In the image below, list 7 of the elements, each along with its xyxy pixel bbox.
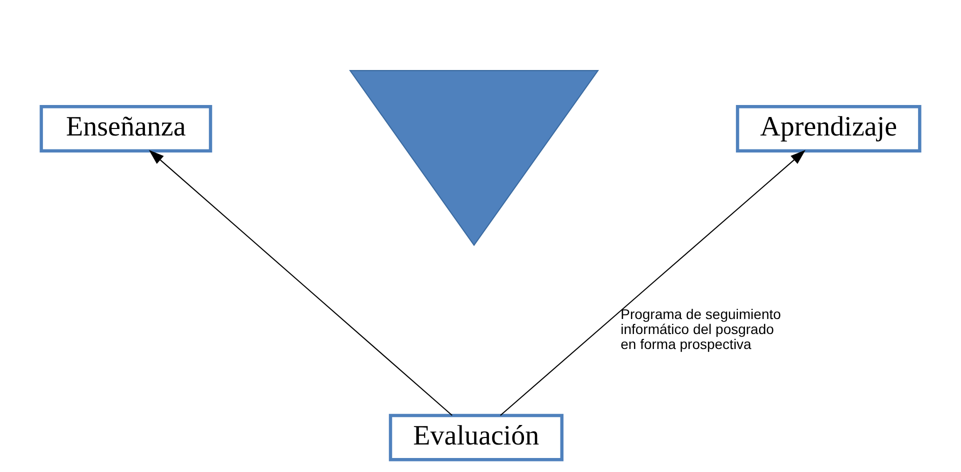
node-triangle <box>349 70 600 246</box>
arrow <box>148 150 452 416</box>
node-box: Enseñanza <box>40 105 212 152</box>
arrow <box>500 150 806 416</box>
node-box: Aprendizaje <box>736 105 922 152</box>
edge-label: Programa de seguimiento informático del posgrado en forma prospectiva <box>620 306 781 352</box>
node-box: Evaluación <box>388 414 564 462</box>
